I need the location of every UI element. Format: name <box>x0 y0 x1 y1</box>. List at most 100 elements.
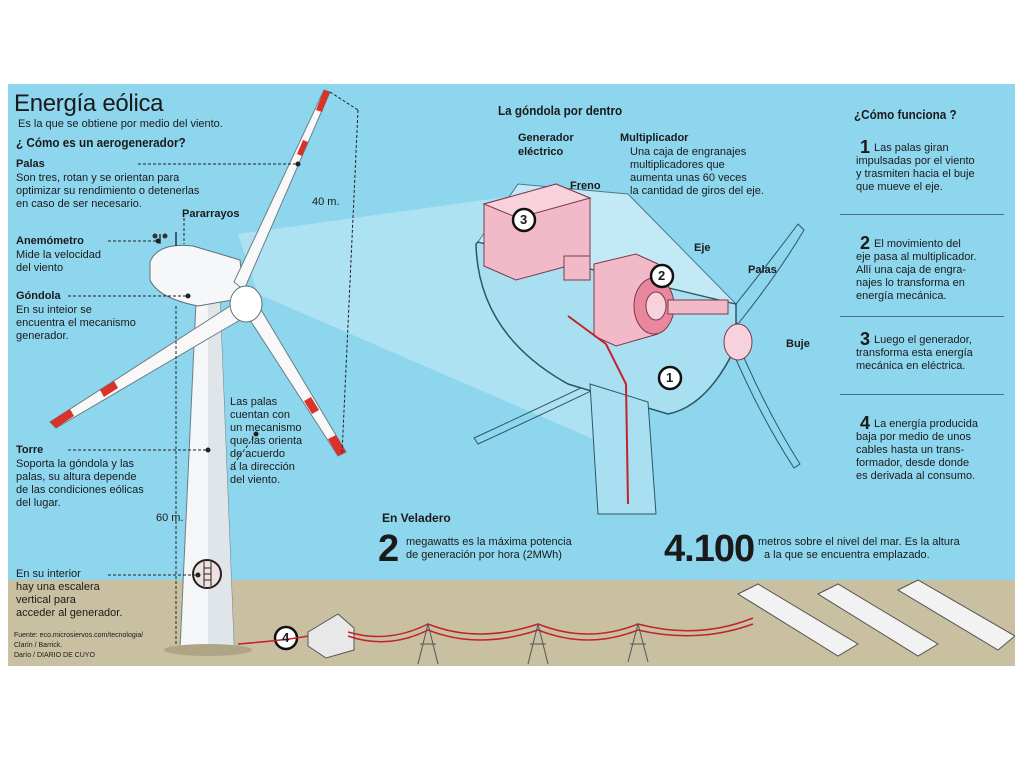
step-2-line-3: Allí una caja de engra- <box>856 264 967 276</box>
step-3-line-1: Luego el generador, <box>874 334 972 346</box>
palas-line-1: Son tres, rotan y se orientan para <box>16 172 180 184</box>
step-4-line-5: es derivada al consumo. <box>856 470 976 482</box>
step-divider-3 <box>840 394 1004 395</box>
step-1-line-1: Las palas giran <box>874 142 949 154</box>
multiplicador-line-1: Una caja de engranajes <box>630 146 747 158</box>
torre-line-3: de las condiciones eólicas <box>16 484 144 496</box>
step-4-line-3: cables hasta un trans- <box>856 444 965 456</box>
step-4-line-2: baja por medio de unos <box>856 431 971 443</box>
dimension-40m: 40 m. <box>312 196 340 208</box>
credits-line-3: Darío / DIARIO DE CUYO <box>14 652 95 659</box>
generador-label-1: Generador <box>518 132 574 144</box>
mecanismo-line-7: del viento. <box>230 474 281 486</box>
veladero-title: En Veladero <box>382 511 451 525</box>
gondola-line-3: generador. <box>16 330 69 342</box>
palas-line-2: optimizar su rendimiento o detenerlas <box>16 185 200 197</box>
interior-line-3: vertical para <box>16 594 76 606</box>
step-3-line-3: mecánica en eléctrica. <box>856 360 966 372</box>
power-line-1: megawatts es la máxima potencia <box>406 536 572 548</box>
mecanismo-line-4: que las orienta <box>230 435 303 447</box>
credits-line-1: Fuente: eco.microsiervos.com/tecnologia/ <box>14 632 144 639</box>
interior-line-4: acceder al generador. <box>16 607 123 619</box>
palas-title: Palas <box>16 158 45 170</box>
multiplicador-line-4: la cantidad de giros del eje. <box>630 185 764 197</box>
anemometro-title: Anemómetro <box>16 235 84 247</box>
illustration <box>49 89 1015 665</box>
pararrayos-label: Pararrayos <box>182 208 240 220</box>
step-2-number: 2 <box>860 233 871 253</box>
torre-line-2: palas, su altura depende <box>16 471 137 483</box>
altitude-value: 4.100 <box>664 528 755 570</box>
leader-lines <box>68 161 301 578</box>
mecanismo-line-3: un mecanismo <box>230 422 302 434</box>
anemometro-line-1: Mide la velocidad <box>16 249 101 261</box>
badges <box>273 207 683 651</box>
dimension-60m: 60 m. <box>156 512 184 524</box>
section-title-aerogenerador: ¿ Cómo es un aerogenerador? <box>16 135 186 150</box>
interior-line-2: hay una escalera <box>16 581 100 593</box>
badge-3: 3 <box>520 212 528 227</box>
buje-label: Buje <box>786 338 810 350</box>
hub <box>229 285 263 323</box>
step-4-line-4: formador, desde donde <box>856 457 970 469</box>
step-1-line-2: impulsadas por el viento <box>856 155 975 167</box>
power-value: 2 <box>378 528 399 570</box>
altitude-line-1: metros sobre el nivel del mar. Es la alt… <box>758 536 960 548</box>
gondola-title: Góndola <box>16 290 61 302</box>
gondola-line-1: En su inteior se <box>16 304 92 316</box>
gondola-section-title: La góndola por dentro <box>498 103 623 118</box>
infographic-board: Energía eólica Es la que se obtiene por … <box>8 84 1015 666</box>
nacelle <box>149 244 245 307</box>
torre-line-1: Soporta la góndola y las <box>16 458 135 470</box>
generador-label-2: eléctrico <box>518 146 564 158</box>
credits-line-2: Clarín / Barrick. <box>14 642 63 649</box>
step-4-number: 4 <box>860 413 871 433</box>
mecanismo-line-1: Las palas <box>230 396 278 408</box>
step-1-line-4: que mueve el eje. <box>856 181 943 193</box>
blade-tip-up <box>316 90 330 112</box>
step-2-line-4: najes lo transforma en <box>856 277 965 289</box>
blade-stripe-down <box>304 397 319 414</box>
torre-title: Torre <box>16 444 44 456</box>
step-3-line-2: transforma esta energía <box>856 347 973 359</box>
blade-tip-down <box>328 435 346 456</box>
interior-line-1: En su interior <box>16 568 81 580</box>
multiplicador-line-3: aumenta unas 60 veces <box>630 172 747 184</box>
step-1-line-3: y trasmiten hacia el buje <box>856 168 975 180</box>
freno-label: Freno <box>570 180 601 192</box>
wind-turbine <box>49 89 347 656</box>
step-2-line-2: eje pasa al multiplicador. <box>856 251 977 263</box>
step-2-line-1: El movimiento del <box>874 238 961 250</box>
multiplicador-line-2: multiplicadores que <box>630 159 725 171</box>
gondola-line-2: encuentra el mecanismo <box>16 317 136 329</box>
step-2-line-5: energía mecánica. <box>856 290 947 302</box>
step-4-line-1: La energía producida <box>874 418 978 430</box>
ground-infrastructure <box>237 579 1015 665</box>
step-3-number: 3 <box>860 329 871 349</box>
mecanismo-line-6: a la dirección <box>230 461 295 473</box>
anemometro-line-2: del viento <box>16 262 64 274</box>
eje-label: Eje <box>694 242 711 254</box>
torre-line-4: del lugar. <box>16 497 61 509</box>
palas-line-3: en caso de ser necesario. <box>16 198 142 210</box>
step-divider-2 <box>840 316 1004 317</box>
blade-stripe-left <box>100 381 118 397</box>
mecanismo-line-2: cuentan con <box>230 409 290 421</box>
badge-1: 1 <box>666 370 674 385</box>
dimension-lines <box>175 91 359 646</box>
blade-stripe-up <box>297 140 308 156</box>
badge-2: 2 <box>658 268 666 283</box>
gondola-cutaway <box>473 183 805 515</box>
mecanismo-line-5: de acuerdo <box>230 448 286 460</box>
altitude-line-2: a la que se encuentra emplazado. <box>764 549 930 561</box>
step-1-number: 1 <box>860 137 871 157</box>
blade-tip-left <box>50 409 74 428</box>
palas-gondola-label: Palas <box>748 264 777 276</box>
step-divider-1 <box>840 214 1004 215</box>
multiplicador-title: Multiplicador <box>620 132 689 144</box>
power-line-2: de generación por hora (2MWh) <box>406 549 562 561</box>
page-subtitle: Es la que se obtiene por medio del vient… <box>18 118 223 130</box>
page-title: Energía eólica <box>14 90 164 117</box>
badge-4: 4 <box>282 630 290 645</box>
steps-title: ¿Cómo funciona ? <box>854 107 957 122</box>
